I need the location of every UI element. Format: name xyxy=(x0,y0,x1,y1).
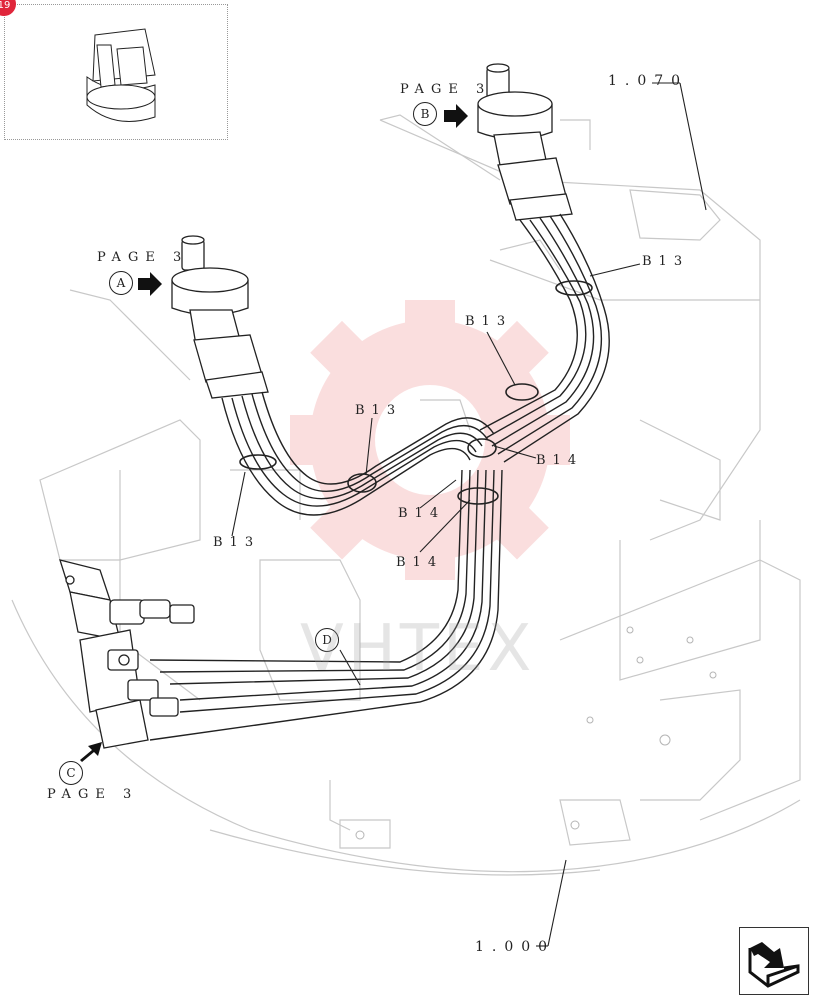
valve-manifold xyxy=(59,559,195,749)
page-badge: 19 xyxy=(0,0,16,16)
code-b14-right: B14 xyxy=(536,453,584,468)
circle-d: D xyxy=(315,628,339,652)
code-b13-left: B13 xyxy=(213,535,261,550)
hose-bundle-right xyxy=(479,213,610,463)
page-ref-b[interactable]: PAGE 3 xyxy=(400,82,492,97)
circle-c[interactable]: C xyxy=(59,761,83,785)
ref-number-top: 1.070 xyxy=(608,73,689,89)
code-b14-lower: B14 xyxy=(396,555,444,570)
arrow-right-icon xyxy=(80,104,468,762)
circle-a[interactable]: A xyxy=(109,271,133,295)
hose-bundle-main xyxy=(149,469,503,741)
next-page-button[interactable] xyxy=(739,927,809,995)
circle-b[interactable]: B xyxy=(413,102,437,126)
next-page-arrow-icon xyxy=(748,942,800,988)
thumbnail-inset xyxy=(4,4,228,140)
code-b13-center: B13 xyxy=(355,403,403,418)
machine-thumbnail-icon xyxy=(86,28,156,122)
code-b13-top-right: B13 xyxy=(642,254,690,269)
frame-bolts xyxy=(355,626,717,840)
ref-number-bottom: 1.000 xyxy=(475,939,556,955)
leader-lines xyxy=(231,82,707,947)
page-ref-c[interactable]: PAGE 3 xyxy=(47,787,139,802)
page-ref-a[interactable]: PAGE 3 xyxy=(97,250,189,265)
joystick-left xyxy=(171,235,269,399)
hose-bundle-left xyxy=(221,391,495,516)
joystick-right xyxy=(477,63,573,221)
code-b13-mid: B13 xyxy=(465,314,513,329)
watermark-text: VHTEX xyxy=(300,612,536,686)
hose-clamps xyxy=(239,280,593,505)
code-b14-center: B14 xyxy=(398,506,446,521)
